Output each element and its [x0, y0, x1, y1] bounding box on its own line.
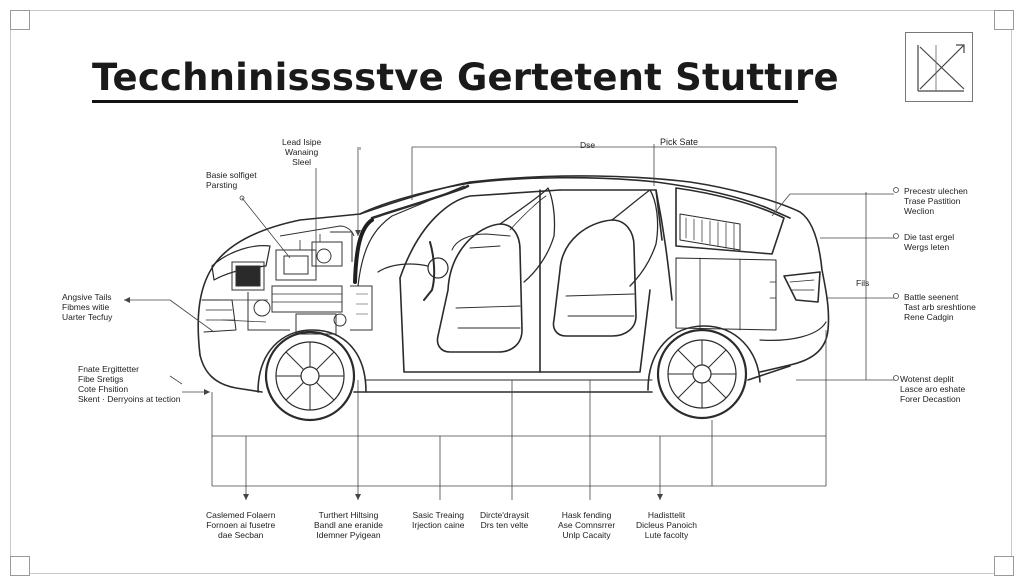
label-battle-seenent: Battle seenent Tast arb sreshtione Rene … — [904, 292, 976, 322]
label-dse: Dse — [580, 140, 596, 150]
label-basie-solfiget: Basie solfiget Parsting — [206, 170, 257, 190]
label-fils: Fils — [856, 278, 870, 288]
label-hadisttelit: Hadisttelit Dicleus Panoich Lute facolty — [636, 510, 697, 540]
label-fnate-ergittetter: Fnate Ergittetter Fibe Sretigs Cote Fhsi… — [78, 364, 181, 404]
label-die-tast-ergel: Die tast ergel Wergs leten — [904, 232, 955, 252]
front-wheel — [264, 330, 356, 422]
rear-wheel — [656, 328, 748, 420]
corner-mark-top-left — [10, 10, 30, 30]
diagram-title: Tecchninisssstve Gertetent Stuttıre — [92, 56, 839, 99]
label-angsive-tails: Angsive Tails Fibmes witie Uarter Tecfuy — [62, 292, 113, 322]
drawing-sheet — [10, 10, 1012, 574]
label-caslemed-folaern: Caslemed Folaern Fornoen ai fusetre dae … — [206, 510, 276, 540]
leader-arrowheads — [124, 230, 663, 500]
label-precestr-ulechen: Precestr ulechen Trase Pastition Weclion — [904, 186, 968, 216]
compass-cross-icon — [905, 32, 973, 102]
corner-mark-bottom-left — [10, 556, 30, 576]
label-hask-fending: Hask fending Ase Comnsrrer Unlp Cacaity — [558, 510, 616, 540]
label-lead-isipe: Lead Isipe Wanaing Sleel — [282, 137, 322, 167]
label-sasic-treaing: Sasic Treaing Irjection caine — [412, 510, 465, 530]
label-dircte-draysit: Dircte'draysit Drs ten velte — [480, 510, 529, 530]
label-wotenst-deplit: Wotenst deplit Lasce aro eshate Forer De… — [900, 374, 966, 404]
corner-mark-top-right — [994, 10, 1014, 30]
leader-lines — [124, 144, 899, 500]
corner-mark-bottom-right — [994, 556, 1014, 576]
label-turthert-hiltsing: Turthert Hiltsing Bandl ane eranide Idem… — [314, 510, 384, 540]
label-pick-sate: Pick Sate — [660, 137, 699, 147]
title-underline — [92, 100, 798, 103]
engine-detail — [220, 225, 373, 335]
